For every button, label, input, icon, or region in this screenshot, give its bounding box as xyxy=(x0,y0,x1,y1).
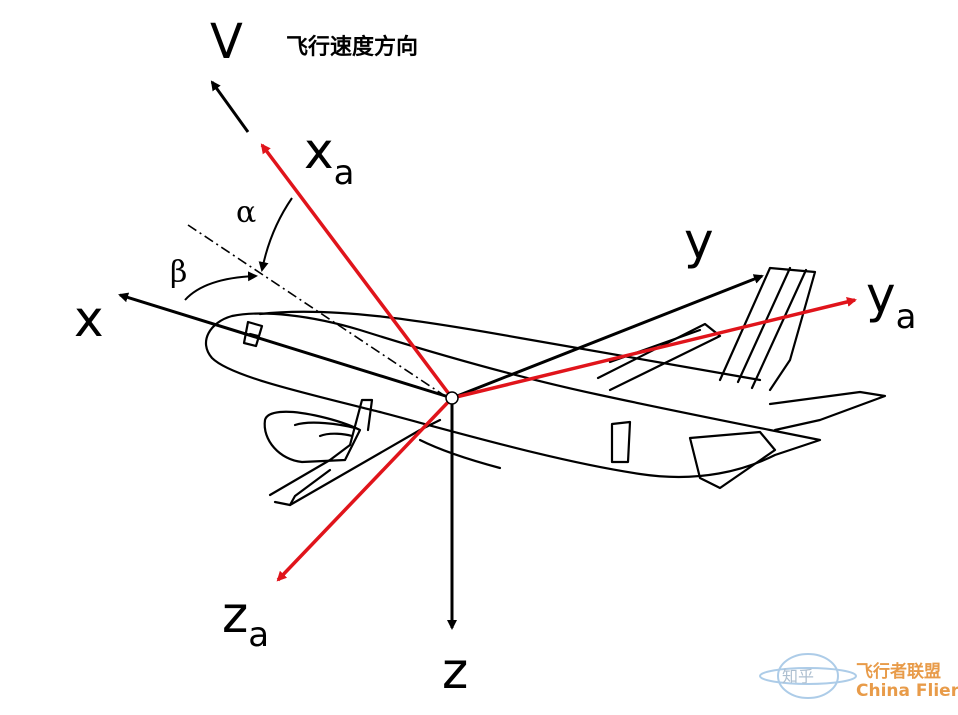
x-label: x xyxy=(74,290,104,348)
z-label: z xyxy=(442,642,468,700)
v-label: V xyxy=(210,14,243,70)
ya-label: ya xyxy=(866,266,916,337)
alpha-label: α xyxy=(236,195,256,230)
beta-label: β xyxy=(170,255,187,290)
velocity-arrow xyxy=(210,80,250,133)
ya-label-base: y xyxy=(866,266,896,324)
za-label: za xyxy=(222,586,269,655)
v-caption: 飞行速度方向 xyxy=(286,34,418,60)
wind-za-axis xyxy=(276,396,454,582)
za-label-base: z xyxy=(222,586,248,644)
beta-arc xyxy=(184,271,258,301)
za-label-sub: a xyxy=(248,615,269,655)
body-y-axis xyxy=(451,274,764,400)
ya-label-sub: a xyxy=(896,297,917,337)
watermark: 知乎 飞行者联盟 China Flier xyxy=(759,653,958,701)
alpha-arc xyxy=(258,197,293,272)
watermark-line1: 飞行者联盟 xyxy=(856,661,941,682)
body-x-axis xyxy=(118,292,453,400)
origin-point xyxy=(445,391,459,405)
globe-icon xyxy=(759,653,857,699)
xa-label-base: x xyxy=(304,122,334,180)
wind-ya-axis xyxy=(451,297,857,400)
watermark-left-text: 知乎 xyxy=(782,667,814,686)
xa-label-sub: a xyxy=(334,153,355,193)
wind-xa-axis xyxy=(260,143,454,400)
xa-label: xa xyxy=(304,122,354,193)
airplane-outline xyxy=(204,266,887,507)
y-label: y xyxy=(684,212,714,270)
watermark-line2: China Flier xyxy=(856,681,958,701)
velocity-projection-line xyxy=(187,224,449,399)
